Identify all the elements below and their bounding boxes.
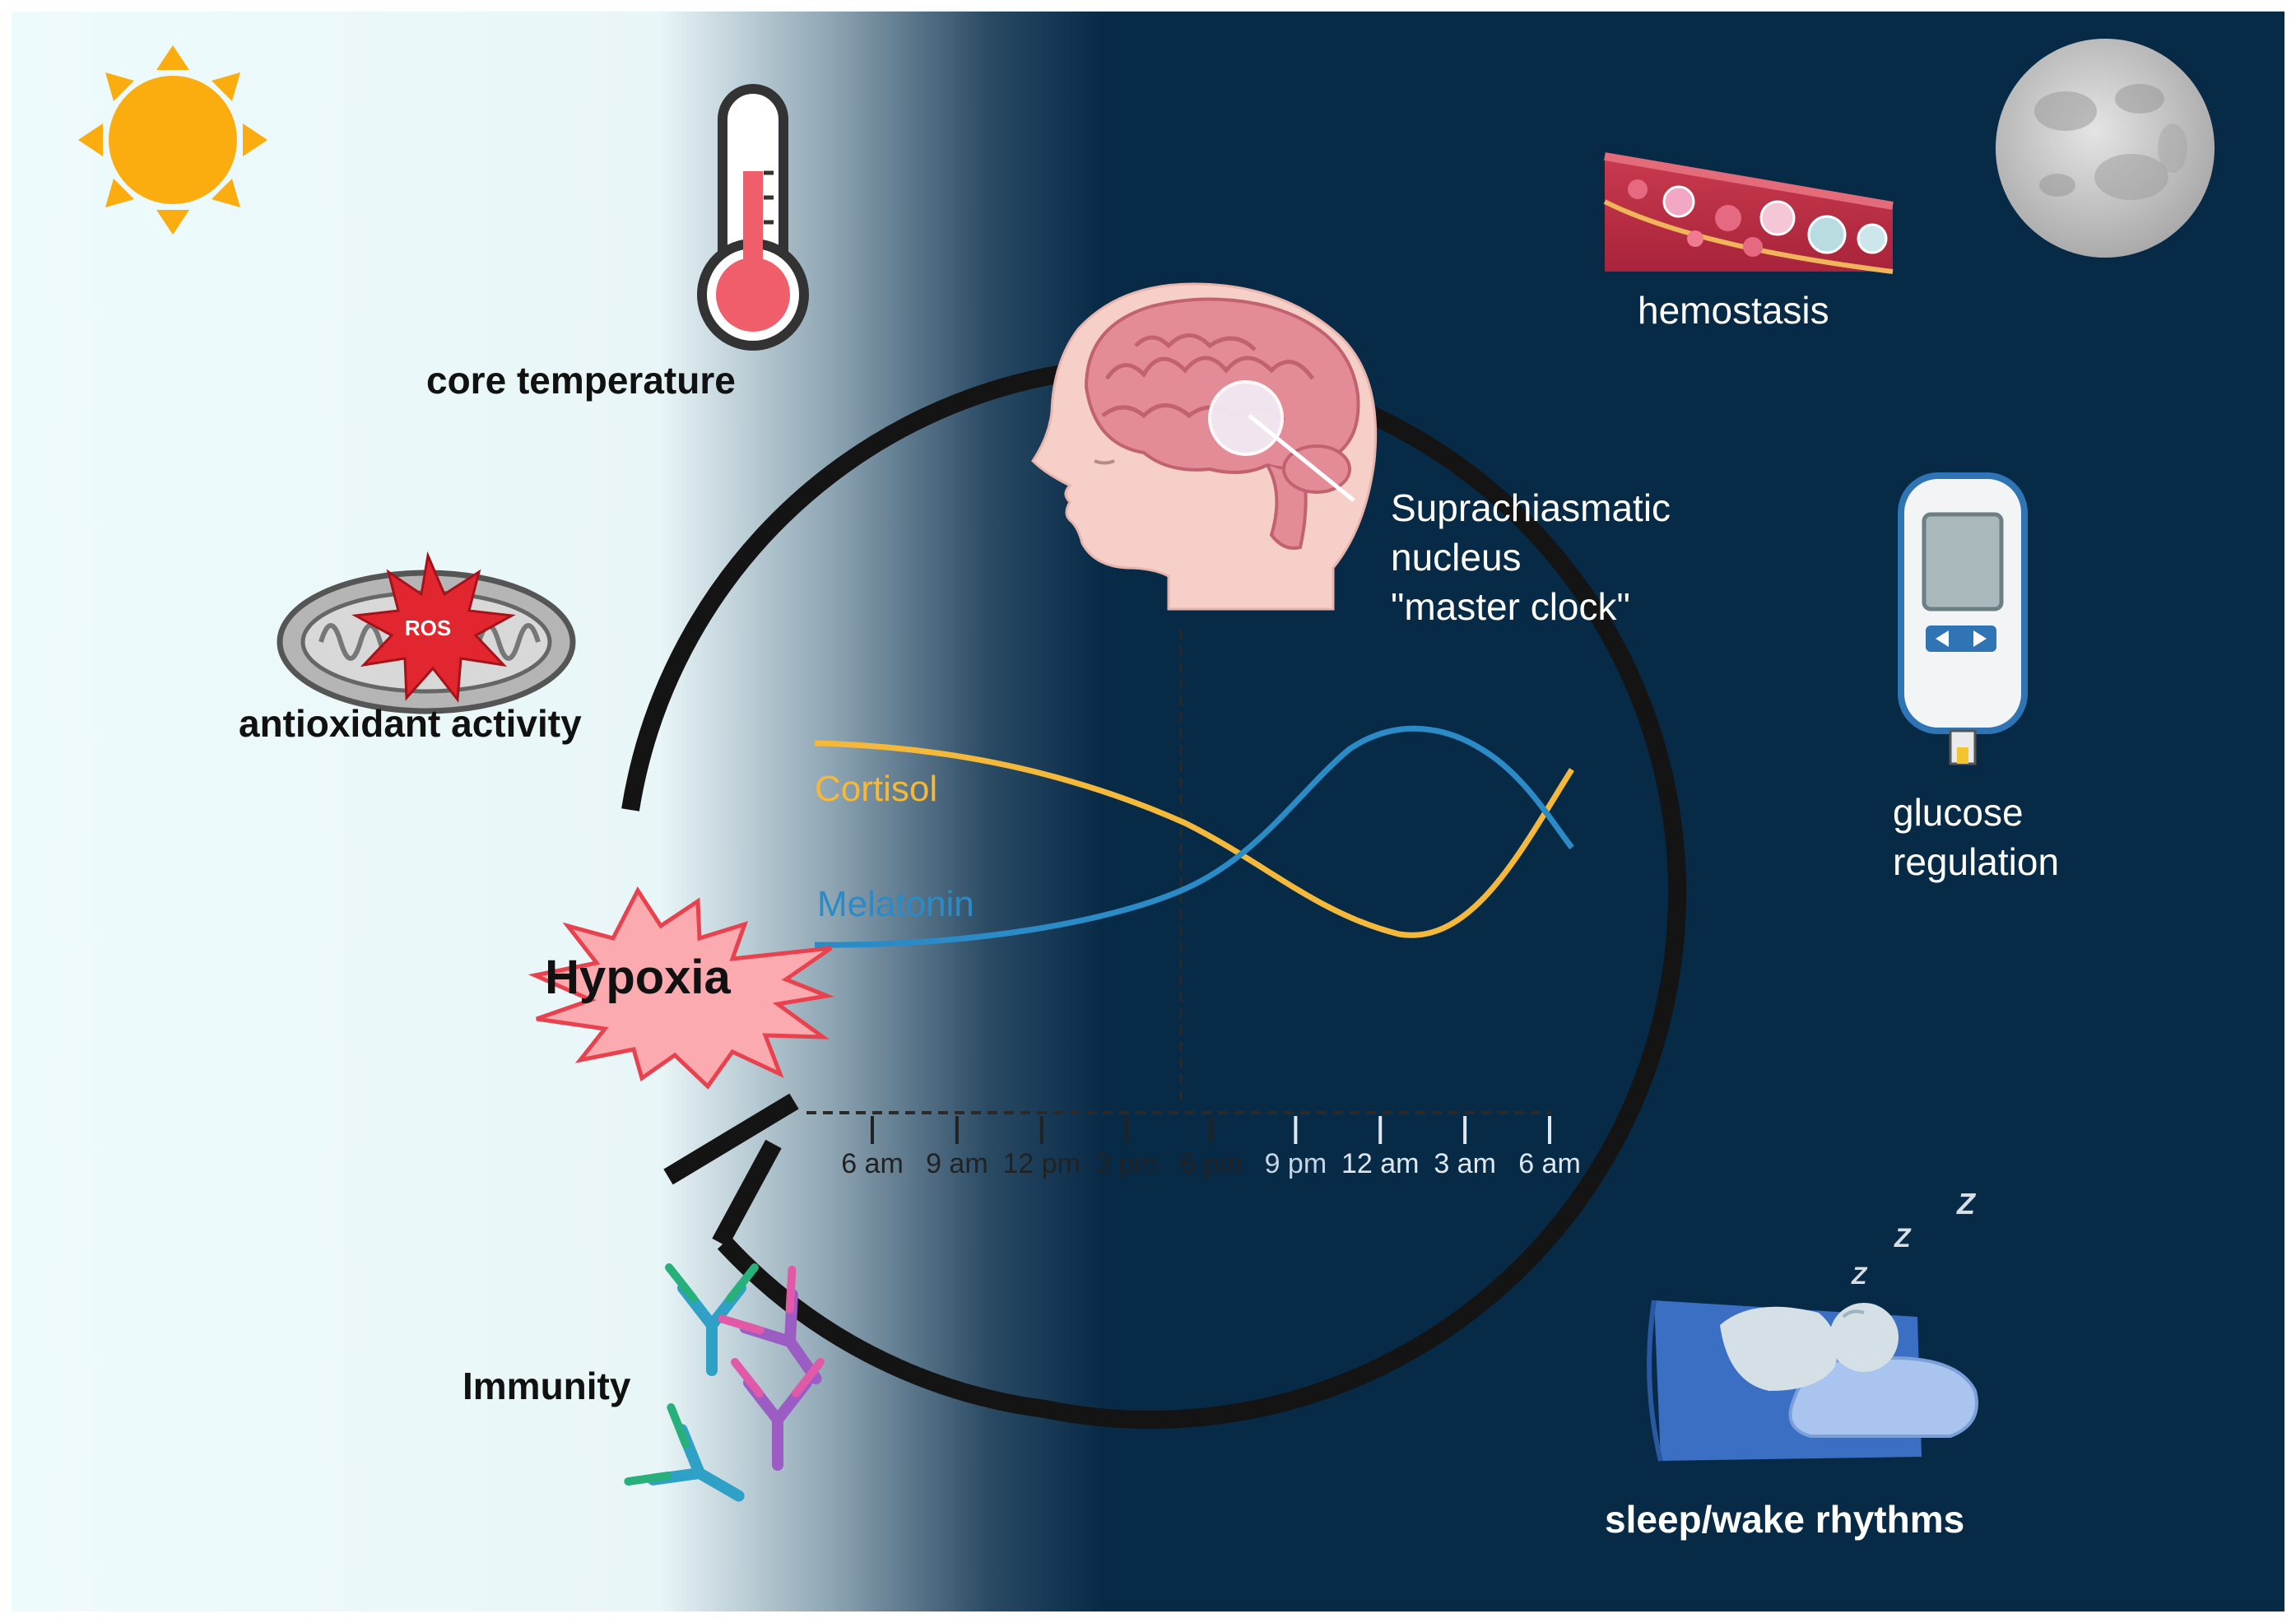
time-tick-label: 9 pm xyxy=(1265,1148,1327,1179)
antioxidant-activity-label: antioxidant activity xyxy=(239,702,582,745)
hypoxia-label: Hypoxia xyxy=(545,951,731,1004)
thermometer-icon xyxy=(697,84,809,351)
sleep-wake-label: sleep/wake rhythms xyxy=(1605,1498,1964,1541)
scn-label-line1: Suprachiasmatic xyxy=(1391,486,1671,529)
sleeping-person-icon xyxy=(1647,1300,1978,1462)
immunity-label: Immunity xyxy=(462,1365,631,1407)
hypoxia-burst xyxy=(528,886,835,1090)
scn-label-line3: "master clock" xyxy=(1391,585,1630,628)
inhibition-stem xyxy=(712,1139,782,1248)
hormone-chart: Cortisol Melatonin 6 am 9 am 12 pm 3 pm 6 pm… xyxy=(806,630,1581,1179)
melatonin-label: Melatonin xyxy=(817,884,974,924)
core-temperature-label: core temperature xyxy=(426,359,736,402)
glucose-meter-icon xyxy=(1898,472,2028,765)
time-axis-ticks: 6 am 9 am 12 pm 3 pm 6 pm 9 pm 12 am 3 am 6 am xyxy=(841,1116,1581,1179)
sun-icon xyxy=(78,45,267,235)
zzz-1: Z xyxy=(1956,1187,1977,1221)
mitochondria-icon xyxy=(277,551,576,714)
time-tick-label: 12 am xyxy=(1341,1148,1420,1179)
melatonin-curve xyxy=(814,725,1574,948)
blood-vessel-icon xyxy=(1603,152,1894,274)
glucose-label-line2: regulation xyxy=(1893,840,2059,883)
cycle-ring xyxy=(621,356,1686,1429)
time-tick-label: 3 am xyxy=(1434,1148,1496,1179)
time-tick-label: 6 am xyxy=(841,1148,904,1179)
time-tick-label: 3 pm xyxy=(1095,1148,1158,1179)
cortisol-curve xyxy=(814,740,1574,938)
scn-label-line2: nucleus xyxy=(1391,536,1522,579)
moon-icon xyxy=(1996,39,2215,258)
zzz-3: Z xyxy=(1851,1263,1868,1290)
inhibition-bar xyxy=(663,1093,799,1185)
time-tick-label: 6 pm xyxy=(1180,1148,1243,1179)
glucose-label-line1: glucose xyxy=(1893,791,2024,834)
time-tick-label: 12 pm xyxy=(1003,1148,1081,1179)
brain-icon xyxy=(1031,282,1378,611)
cortisol-label: Cortisol xyxy=(815,769,937,809)
scn-pointer-line xyxy=(1248,414,1355,502)
time-tick-label: 6 am xyxy=(1518,1148,1581,1179)
zzz-2: Z xyxy=(1894,1223,1912,1253)
ros-label: ROS xyxy=(405,616,451,640)
antibody-icon xyxy=(624,1263,825,1502)
time-tick-label: 9 am xyxy=(926,1148,988,1179)
hemostasis-label: hemostasis xyxy=(1638,289,1829,332)
